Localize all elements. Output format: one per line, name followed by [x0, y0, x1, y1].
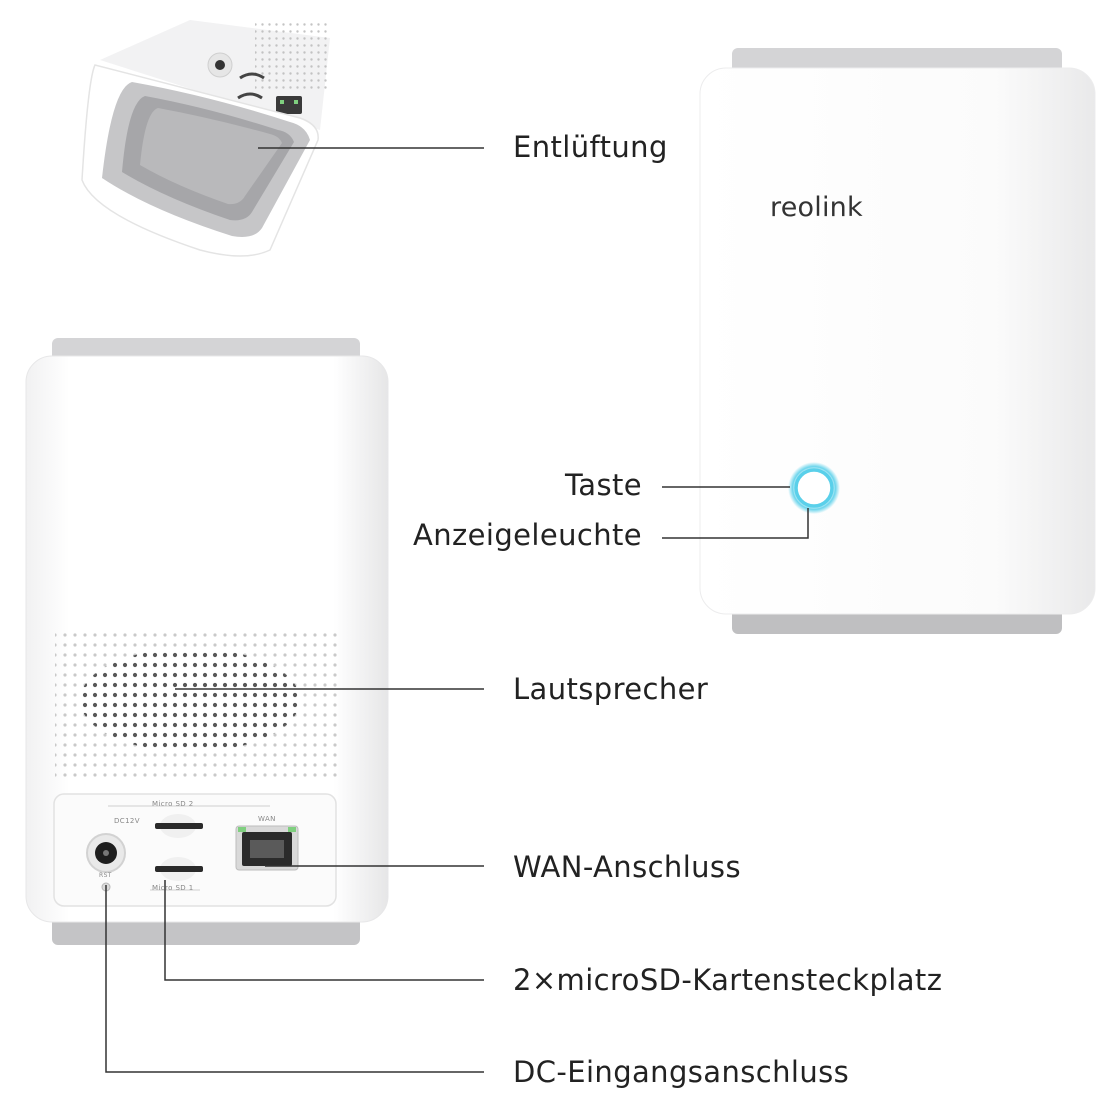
- indicator-leader: [662, 508, 809, 539]
- port-label-dc: DC12V: [114, 817, 140, 825]
- callout-vent: Entlüftung: [513, 130, 668, 164]
- callout-speaker: Lautsprecher: [513, 672, 709, 706]
- callout-dc-input: DC-Eingangsanschluss: [513, 1055, 850, 1089]
- callout-lines: [105, 147, 809, 1073]
- port-label-sd1: Micro SD 1: [152, 884, 194, 892]
- device-front-view: [699, 48, 1096, 634]
- port-label-reset: RST: [99, 872, 112, 879]
- device-back-view: [25, 338, 389, 945]
- device-bottom-view: [81, 20, 330, 257]
- reolink-logo: reolink: [770, 192, 863, 223]
- port-label-wan: WAN: [258, 815, 276, 823]
- callout-wan-port: WAN-Anschluss: [513, 850, 741, 884]
- callout-indicator: Anzeigeleuchte: [412, 518, 642, 552]
- dc-leader: [105, 885, 484, 1073]
- port-label-sd2: Micro SD 2: [152, 800, 194, 808]
- callout-sd-slots: 2×microSD-Kartensteckplatz: [513, 963, 943, 997]
- sd-leader: [164, 880, 484, 981]
- callout-button: Taste: [564, 468, 642, 502]
